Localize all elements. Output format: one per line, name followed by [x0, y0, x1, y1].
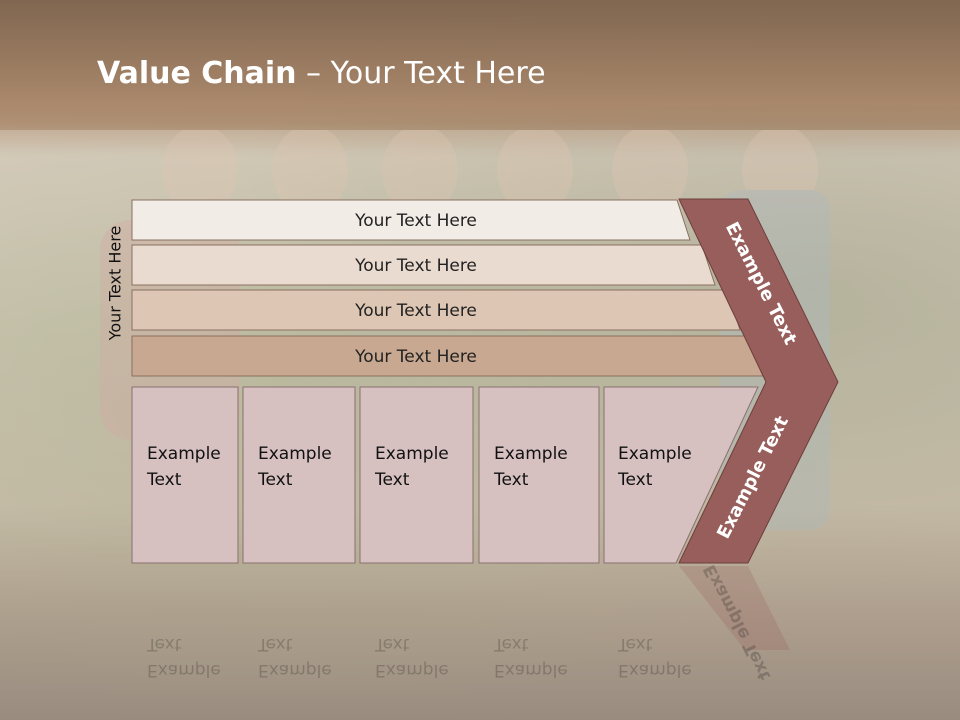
- box-label-3-line2: Text: [374, 470, 410, 490]
- box-label-4-line1: Example: [494, 444, 568, 464]
- box-reflection-4-line2: Text: [493, 634, 529, 654]
- box-label-5-line1: Example: [618, 444, 692, 464]
- box-label-5-line2: Text: [617, 470, 653, 490]
- bar-label-4: Your Text Here: [354, 347, 477, 367]
- box-label-1-line1: Example: [147, 444, 221, 464]
- box-1: [131, 386, 239, 564]
- box-reflection-3-line1: Example: [375, 660, 449, 680]
- chevron-reflection: [679, 566, 790, 650]
- box-reflection-2-line2: Text: [257, 634, 293, 654]
- bar-label-1: Your Text Here: [354, 211, 477, 231]
- box-label-3-line1: Example: [375, 444, 449, 464]
- chevron-shape: [678, 198, 839, 564]
- box-label-2-line2: Text: [257, 470, 293, 490]
- bar-label-2: Your Text Here: [354, 256, 477, 276]
- header-band: [0, 0, 960, 150]
- bar-3: [131, 289, 741, 331]
- box-2: [242, 386, 356, 564]
- box-reflection-2-line1: Example: [258, 660, 332, 680]
- title-rest: – Your Text Here: [296, 56, 546, 91]
- box-reflection-4-line1: Example: [494, 660, 568, 680]
- box-reflection-1-line2: Text: [146, 634, 182, 654]
- bar-1: [131, 199, 691, 241]
- bar-label-3: Your Text Here: [354, 301, 477, 321]
- box-reflection-5-line2: Text: [617, 634, 653, 654]
- box-label-4-line2: Text: [493, 470, 529, 490]
- box-3: [359, 386, 474, 564]
- bar-2: [131, 244, 716, 286]
- page-title: Value Chain – Your Text Here: [97, 56, 546, 91]
- box-4: [478, 386, 600, 564]
- box-reflection-5-line1: Example: [618, 660, 692, 680]
- box-reflection-3-line2: Text: [374, 634, 410, 654]
- box-5: [603, 386, 759, 564]
- box-reflection-1-line1: Example: [147, 660, 221, 680]
- box-label-2-line1: Example: [258, 444, 332, 464]
- title-bold: Value Chain: [97, 56, 297, 91]
- box-label-1-line2: Text: [146, 470, 182, 490]
